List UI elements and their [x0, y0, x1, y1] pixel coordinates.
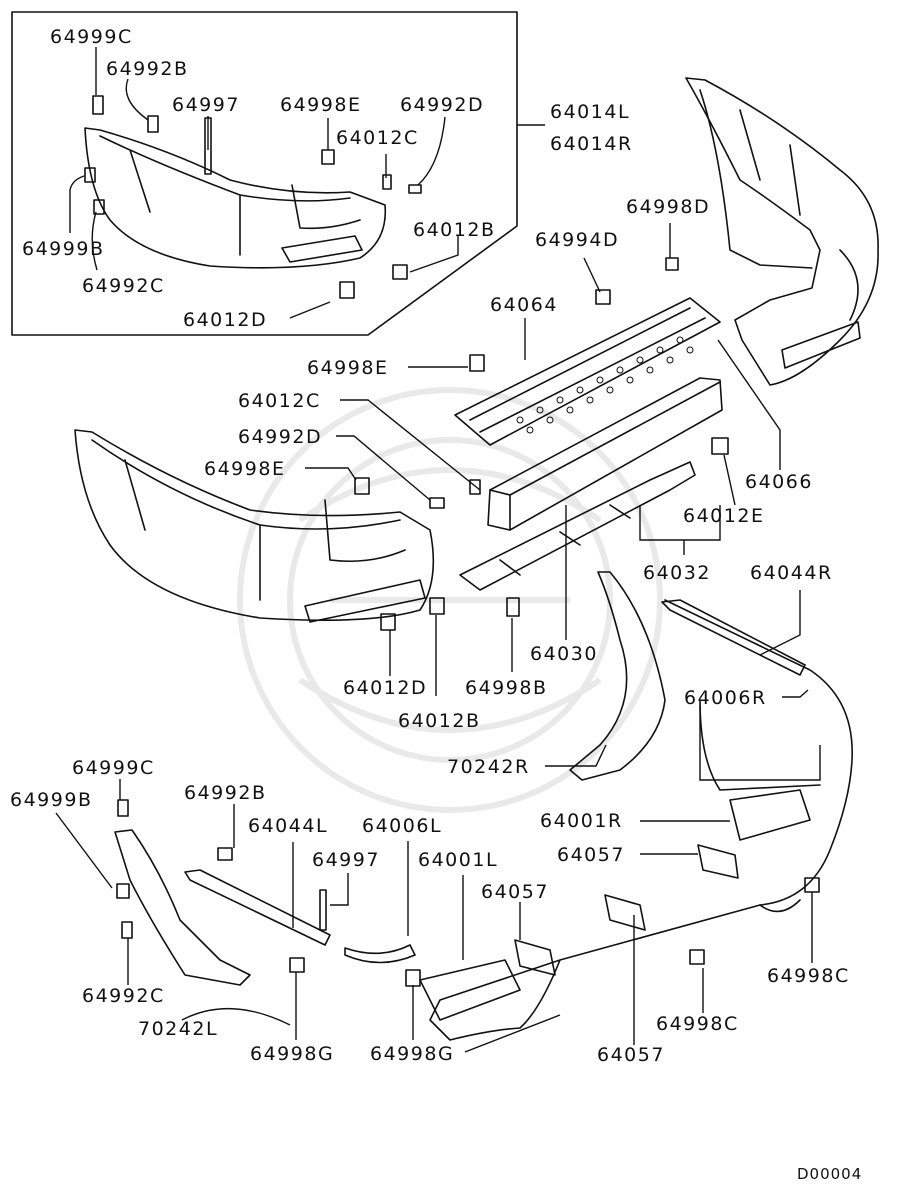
label-64999B-top: 64999B	[22, 238, 104, 260]
label-64998D: 64998D	[626, 196, 710, 218]
label-64992C-top: 64992C	[82, 275, 165, 297]
label-64044L: 64044L	[248, 815, 328, 837]
label-64012D-top: 64012D	[183, 309, 267, 331]
mount-bracket-c	[697, 844, 739, 879]
mount-bracket-b	[604, 894, 646, 931]
label-64001R: 64001R	[540, 810, 623, 832]
watermark-logo	[237, 387, 663, 813]
label-64999B-low: 64999B	[10, 789, 92, 811]
label-64064: 64064	[490, 294, 558, 316]
label-64014R: 64014R	[550, 133, 633, 155]
label-64032: 64032	[643, 562, 711, 584]
label-64992D-mid: 64992D	[238, 426, 322, 448]
label-64001L: 64001L	[418, 849, 498, 871]
label-70242L: 70242L	[138, 1018, 218, 1040]
label-64030: 64030	[530, 643, 598, 665]
label-64999C-low: 64999C	[72, 757, 155, 779]
label-70242R: 70242R	[447, 756, 530, 778]
label-64014L: 64014L	[550, 101, 630, 123]
label-64998C-right: 64998C	[767, 965, 850, 987]
mid-rear-bumper-cover	[74, 429, 435, 623]
part-labels: 64999C 64992B 64997 64998E 64992D 64012C…	[10, 26, 862, 1183]
label-64998E-top: 64998E	[280, 94, 361, 116]
side-strip-left	[344, 944, 416, 964]
side-extension-left	[114, 829, 251, 986]
label-64998G-right: 64998G	[370, 1043, 454, 1065]
bumper-lower-bracket	[459, 461, 696, 591]
label-64066: 64066	[745, 471, 813, 493]
label-64057-right: 64057	[557, 844, 625, 866]
label-64998C-left: 64998C	[656, 1013, 739, 1035]
label-64012B-top: 64012B	[413, 219, 495, 241]
label-64012C-top: 64012C	[336, 127, 419, 149]
label-64057-mid: 64057	[481, 881, 549, 903]
label-64998E-low: 64998E	[204, 458, 285, 480]
label-64992C-low: 64992C	[82, 985, 165, 1007]
label-64998G-left: 64998G	[250, 1043, 334, 1065]
mount-bracket-a	[514, 939, 556, 976]
label-64999C-top: 64999C	[50, 26, 133, 48]
label-64998E-mid: 64998E	[307, 357, 388, 379]
label-64012B-low: 64012B	[398, 710, 480, 732]
side-extension-right	[569, 571, 666, 781]
label-64992B-top: 64992B	[106, 58, 188, 80]
label-64997-top: 64997	[172, 94, 240, 116]
label-64012E: 64012E	[683, 505, 764, 527]
side-bracket-right	[661, 599, 806, 676]
leader-lines	[55, 47, 821, 1053]
inset-rear-bumper-cover	[84, 127, 387, 269]
reinforcement-plate	[454, 297, 721, 446]
inset-detail-box	[11, 11, 518, 336]
label-64006R: 64006R	[684, 687, 767, 709]
side-bracket-left	[184, 869, 331, 946]
label-64006L: 64006L	[362, 815, 442, 837]
label-64044R: 64044R	[750, 562, 833, 584]
label-64994D: 64994D	[535, 229, 619, 251]
bumper-reinforcement-bar	[487, 377, 723, 531]
label-64057-bottom: 64057	[597, 1044, 665, 1066]
label-64997-low: 64997	[312, 849, 380, 871]
label-64992D-top: 64992D	[400, 94, 484, 116]
upper-rear-bumper-cover	[685, 77, 879, 386]
label-64012C-mid: 64012C	[238, 390, 321, 412]
diagram-code: D00004	[797, 1165, 862, 1183]
label-64998B: 64998B	[465, 677, 547, 699]
label-64012D-low: 64012D	[343, 677, 427, 699]
label-64992B-low: 64992B	[184, 782, 266, 804]
